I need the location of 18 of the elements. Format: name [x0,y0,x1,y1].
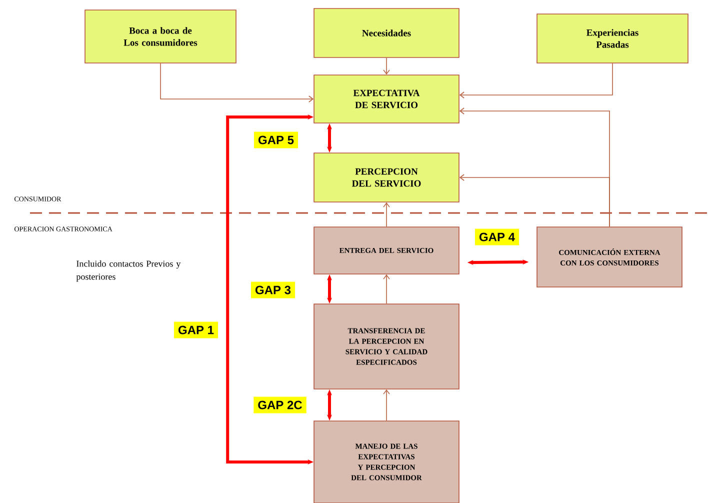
arrow [383,202,390,227]
arrow [459,174,610,227]
gap-label: GAP 2C [254,396,306,414]
gap-label: GAP 3 [251,282,295,298]
input-box: Boca a boca de Los consumidores [84,10,236,64]
arrow [160,63,314,102]
arrow [383,274,390,304]
arrow [383,58,390,75]
input-box: Necesidades [314,8,460,58]
input-box: EXPECTATIVA DE SERVICIO [314,74,460,124]
input-box: PERCEPCION DEL SERVICIO [314,152,460,202]
gap-label: GAP 4 [475,228,519,246]
gap-label: GAP 1 [174,322,218,338]
arrow [459,63,613,98]
note-text: Incluido contactos Previos y posteriores [76,260,181,282]
gap-label: GAP 5 [254,132,298,148]
arrow [383,389,390,421]
input-box: Experiencias Pasadas [536,14,688,64]
